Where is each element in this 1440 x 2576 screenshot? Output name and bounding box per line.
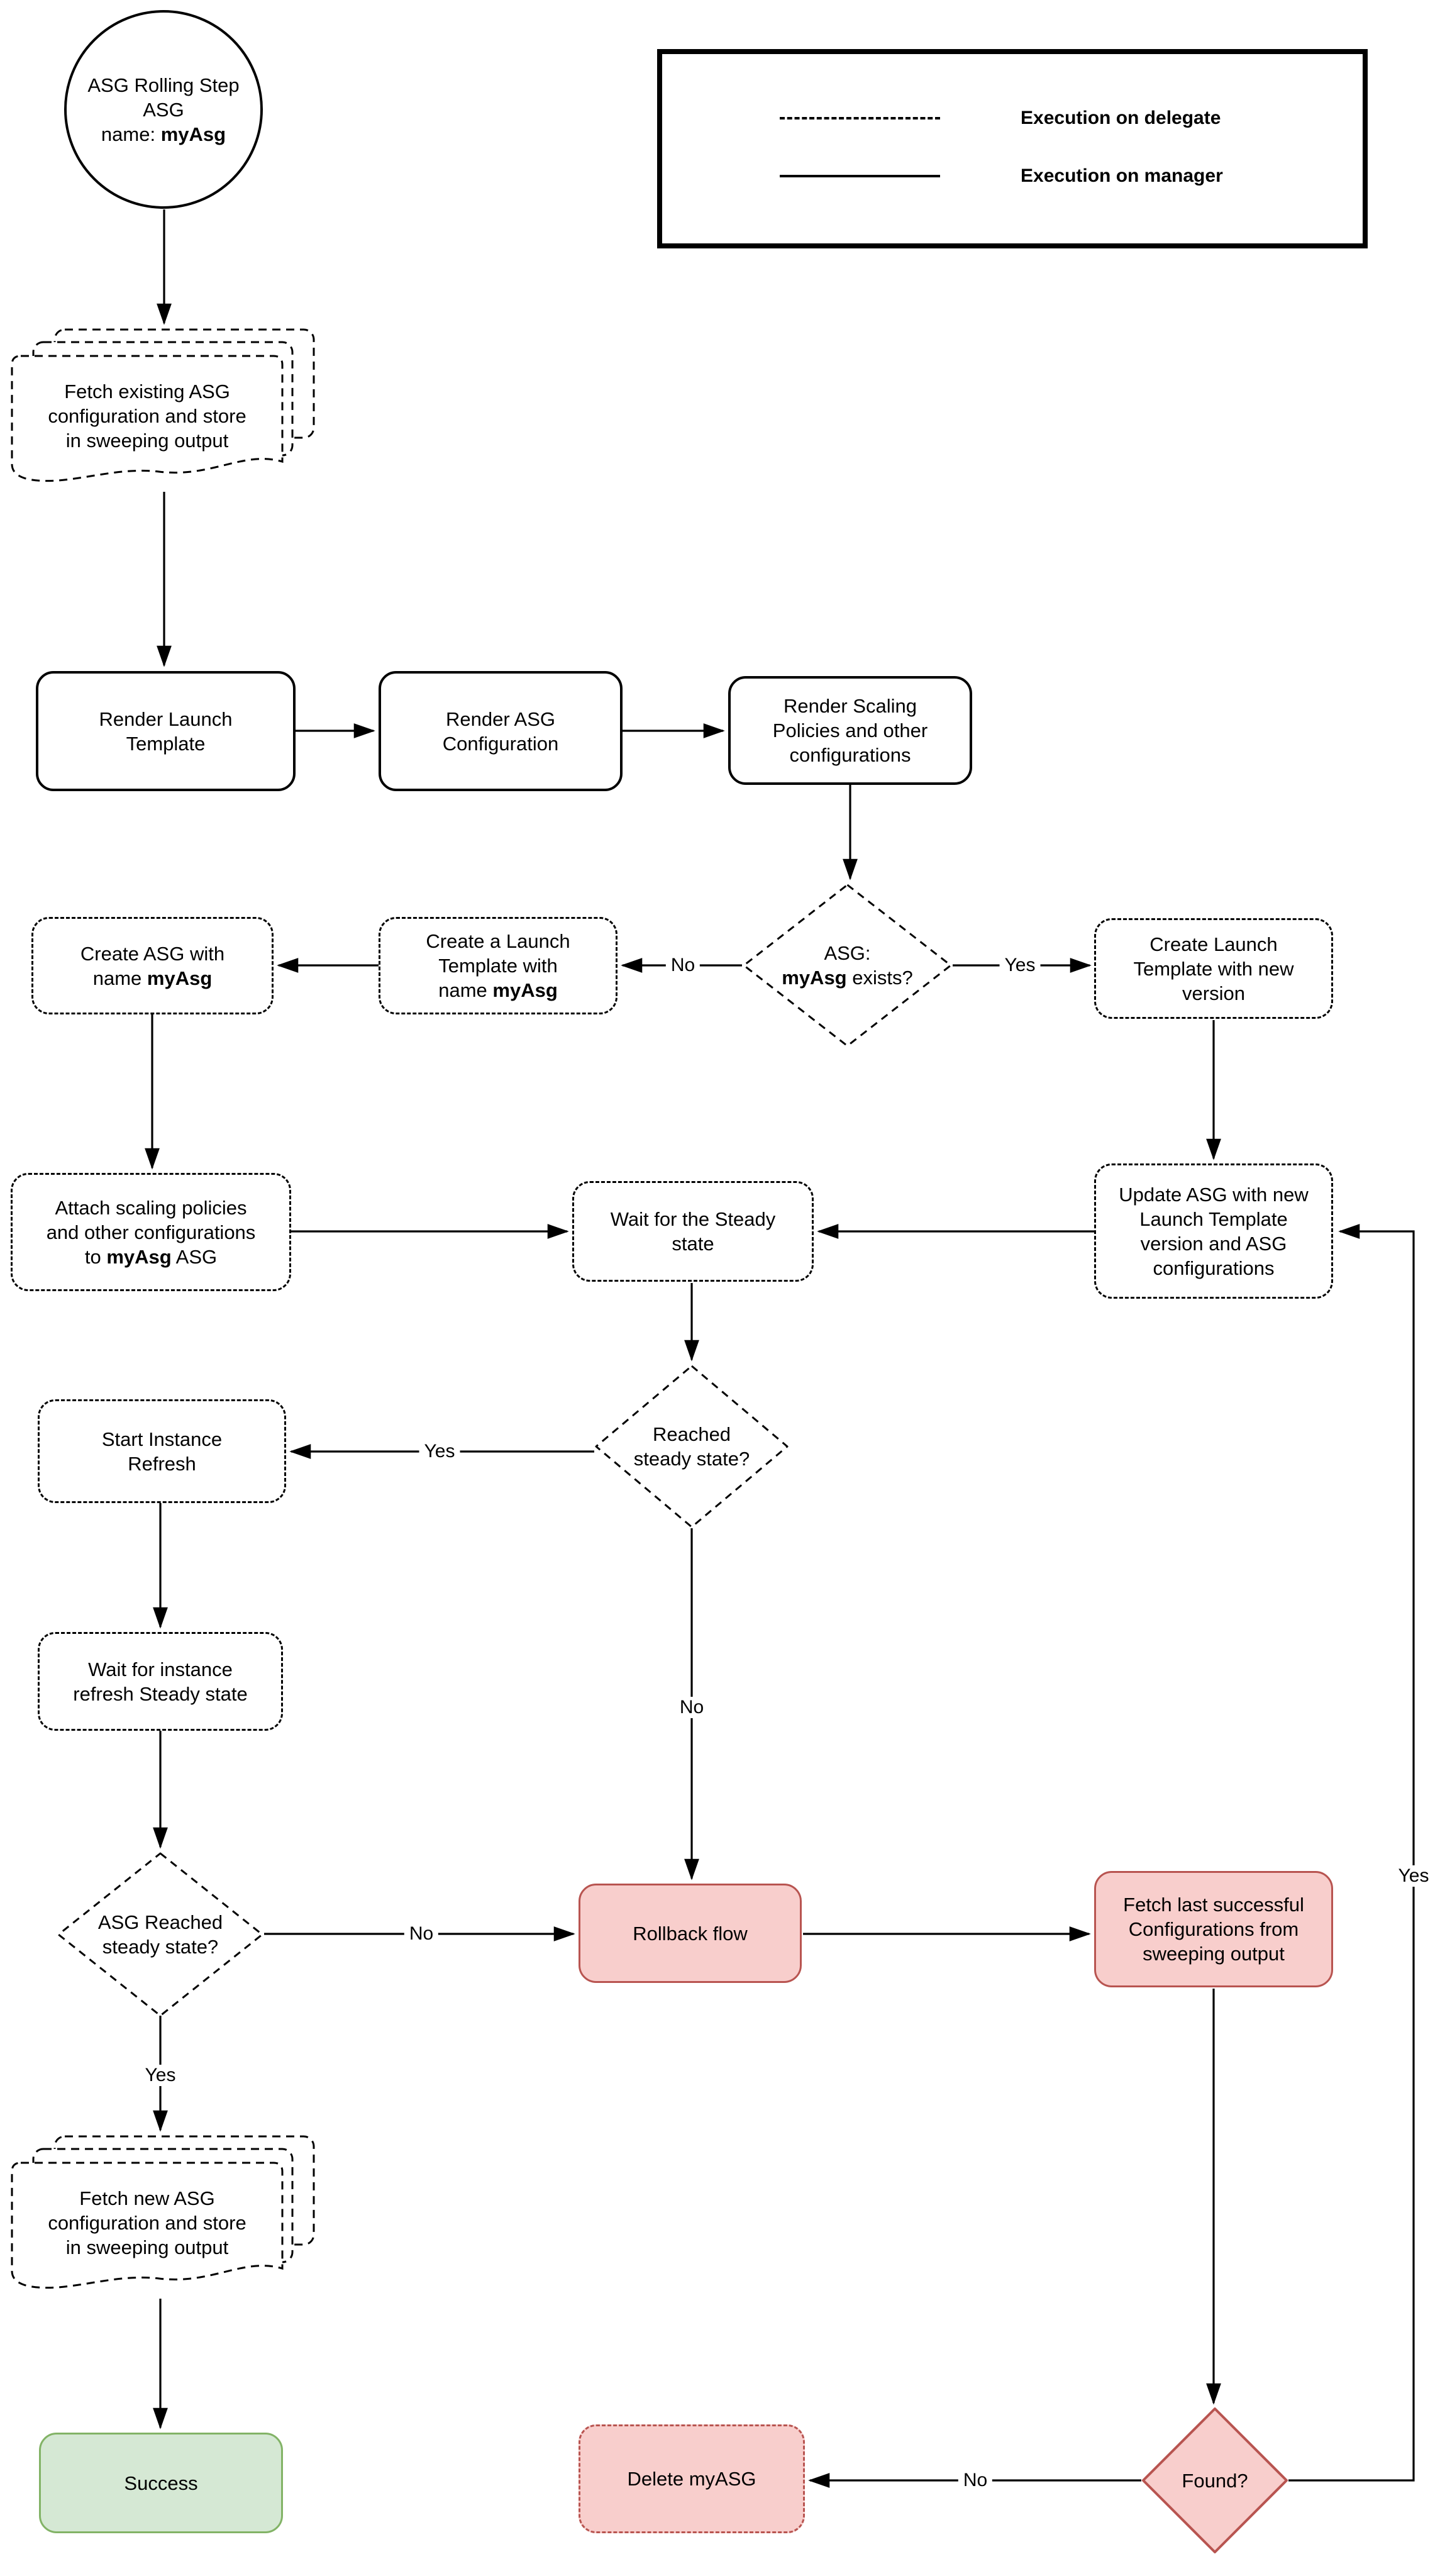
node-decision-found: Found?: [1141, 2407, 1288, 2554]
node-fetch-last-successful: Fetch last successful Configurations fro…: [1094, 1871, 1333, 1987]
legend-box: Execution on delegate Execution on manag…: [657, 49, 1368, 248]
edge-label-yes-found: Yes: [1393, 1865, 1434, 1887]
node-create-launch-template-new-version-label: Create Launch Template with new version: [1133, 933, 1294, 1004]
node-render-scaling-policies-label: Render Scaling Policies and other config…: [772, 695, 928, 766]
node-delete-myasg-label: Delete myASG: [627, 2468, 756, 2490]
node-create-launch-template-myasg: Create a Launch Template with name myAsg: [379, 917, 618, 1014]
node-update-asg-label: Update ASG with new Launch Template vers…: [1119, 1183, 1309, 1279]
edge-label-no-reached: No: [674, 1697, 709, 1718]
node-update-asg: Update ASG with new Launch Template vers…: [1094, 1163, 1333, 1299]
node-decision-asg-reached-steady-state-label: ASG Reached steady state?: [97, 1911, 223, 1958]
node-create-launch-template-new-version: Create Launch Template with new version: [1094, 918, 1333, 1019]
node-fetch-existing-config: Fetch existing ASG configuration and sto…: [11, 328, 316, 491]
edge-label-yes-exists: Yes: [999, 955, 1041, 976]
node-attach-scaling-policies-label: Attach scaling policies and other config…: [46, 1196, 256, 1268]
node-decision-asg-exists-label: ASG: myAsg exists?: [782, 942, 913, 989]
node-fetch-new-config: Fetch new ASG configuration and store in…: [11, 2135, 316, 2297]
node-fetch-new-config-label: Fetch new ASG configuration and store in…: [48, 2187, 246, 2258]
legend-solid-line-sample: [780, 175, 940, 177]
node-create-asg: Create ASG with name myAsg: [31, 917, 274, 1014]
edge-label-yes-reached: Yes: [419, 1441, 460, 1462]
legend-manager-label: Execution on manager: [1021, 165, 1223, 186]
edge-label-no-exists: No: [665, 955, 701, 976]
node-fetch-existing-label: Fetch existing ASG configuration and sto…: [48, 380, 246, 452]
legend-delegate-label: Execution on delegate: [1021, 108, 1221, 128]
node-start-label: ASG Rolling Step ASG name: myAsg: [87, 74, 240, 145]
node-start-circle: ASG Rolling Step ASG name: myAsg: [64, 10, 263, 209]
node-create-launch-template-myasg-label: Create a Launch Template with name myAsg: [426, 930, 570, 1001]
node-rollback-flow: Rollback flow: [579, 1884, 802, 1983]
node-decision-asg-exists: ASG: myAsg exists?: [742, 884, 953, 1047]
legend-dashed-line-sample: [780, 117, 940, 119]
edge-label-yes-asg-reached: Yes: [140, 2065, 181, 2086]
node-decision-found-label: Found?: [1182, 2469, 1248, 2492]
node-decision-asg-reached-steady-state: ASG Reached steady state?: [57, 1852, 264, 2017]
node-decision-reached-steady-state: Reached steady state?: [594, 1365, 789, 1528]
edge-label-no-found: No: [958, 2470, 993, 2491]
node-create-asg-label: Create ASG with name myAsg: [80, 942, 225, 989]
node-render-scaling-policies: Render Scaling Policies and other config…: [728, 676, 972, 785]
node-success-label: Success: [124, 2472, 198, 2494]
node-delete-myasg: Delete myASG: [579, 2424, 805, 2533]
node-rollback-flow-label: Rollback flow: [633, 1922, 748, 1945]
node-attach-scaling-policies: Attach scaling policies and other config…: [11, 1173, 291, 1291]
node-decision-reached-steady-state-label: Reached steady state?: [633, 1423, 750, 1470]
node-success: Success: [39, 2433, 283, 2533]
node-fetch-last-successful-label: Fetch last successful Configurations fro…: [1123, 1894, 1304, 1965]
edge-label-no-asg-reached: No: [404, 1923, 439, 1945]
